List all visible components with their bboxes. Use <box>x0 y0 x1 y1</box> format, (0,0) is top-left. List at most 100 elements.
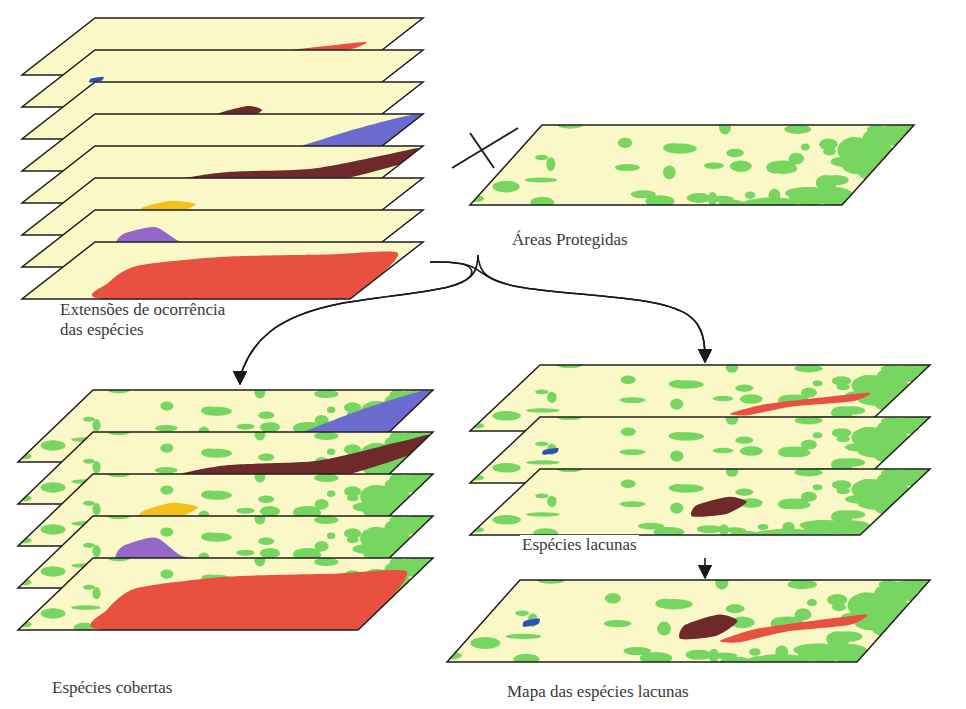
protected-area <box>526 408 560 412</box>
protected-area <box>155 425 178 431</box>
protected-area <box>813 484 823 490</box>
cross-symbol <box>452 128 518 168</box>
protected-area <box>669 432 704 440</box>
protected-area <box>41 482 66 492</box>
protected-area <box>92 503 100 515</box>
protected-area <box>713 448 734 453</box>
protected-area <box>875 436 892 455</box>
map-stack: Extensões de ocorrência das espécies <box>18 15 430 345</box>
protected-area <box>535 390 549 395</box>
protected-area <box>621 427 636 435</box>
protected-area <box>327 407 335 413</box>
protected-area <box>201 490 218 498</box>
protected-area <box>526 460 560 464</box>
protected-area <box>788 580 817 590</box>
protected-area <box>740 446 763 455</box>
protected-area <box>71 605 100 610</box>
protected-area <box>255 512 266 524</box>
protected-area <box>41 566 66 576</box>
layer-ground <box>470 469 930 535</box>
protected-area <box>697 525 722 533</box>
protected-area <box>327 533 335 539</box>
protected-area <box>411 551 431 569</box>
protected-area <box>813 380 823 386</box>
protected-area <box>201 532 218 540</box>
protected-area <box>379 495 394 515</box>
protected-area <box>890 117 912 137</box>
protected-area <box>258 495 274 503</box>
protected-area <box>877 420 908 436</box>
protected-area <box>836 384 850 390</box>
protected-area <box>670 399 683 410</box>
protected-area <box>735 489 753 496</box>
protected-area <box>836 488 850 494</box>
map-stack: Áreas Protegidas <box>468 120 918 255</box>
protected-area <box>379 537 394 557</box>
protected-area <box>201 533 231 542</box>
protected-area <box>92 545 100 557</box>
map-layer <box>467 463 930 540</box>
layer-ground <box>447 580 930 662</box>
protected-area <box>258 453 274 461</box>
protected-area <box>877 368 908 384</box>
protected-area <box>794 469 822 477</box>
protected-area <box>530 197 554 208</box>
protected-area <box>801 143 810 150</box>
protected-area <box>160 569 173 578</box>
protected-area <box>745 192 755 199</box>
protected-area <box>663 166 676 180</box>
protected-area <box>663 143 681 152</box>
protected-area <box>236 550 254 556</box>
protected-area <box>669 380 688 387</box>
protected-area <box>314 474 338 482</box>
protected-area <box>669 484 688 491</box>
protected-area <box>92 419 100 431</box>
layer-content <box>467 463 928 540</box>
protected-area <box>315 541 329 552</box>
protected-area <box>314 516 338 524</box>
protected-area <box>726 149 744 158</box>
protected-area <box>258 537 274 545</box>
protected-area <box>347 536 359 543</box>
protected-area <box>236 424 254 430</box>
protected-area <box>663 144 696 154</box>
protected-area <box>384 477 411 495</box>
protected-area <box>515 611 529 617</box>
protected-area <box>704 162 724 169</box>
protected-area <box>384 519 411 537</box>
layer-outline <box>470 469 930 535</box>
protected-area <box>730 161 752 172</box>
protected-area <box>255 428 266 440</box>
protected-area <box>860 148 877 171</box>
protected-area <box>83 417 95 422</box>
protected-area <box>260 422 280 432</box>
protected-area <box>670 451 683 462</box>
protected-area <box>604 620 631 627</box>
species-range <box>730 393 870 416</box>
protected-area <box>669 432 688 439</box>
map-layer <box>467 117 914 210</box>
protected-area <box>757 524 768 530</box>
species-range <box>691 497 747 517</box>
protected-area <box>784 125 811 134</box>
protected-area <box>83 585 95 590</box>
protected-area <box>41 440 66 450</box>
layer-ground <box>470 125 914 205</box>
map-stack: Espécies cobertas <box>10 384 438 704</box>
protected-area <box>794 417 822 425</box>
protected-area <box>669 484 704 492</box>
protected-area <box>314 558 338 566</box>
protected-area <box>547 496 556 507</box>
layer-outline <box>470 125 914 205</box>
species-range <box>720 614 867 642</box>
protected-area <box>83 543 95 548</box>
species-range <box>523 618 540 626</box>
protected-area <box>904 572 928 592</box>
protected-area <box>615 164 640 171</box>
protected-area <box>657 622 671 636</box>
map-stack: Mapa das espécies lacunas <box>440 578 940 706</box>
layer-outline <box>447 580 930 662</box>
species-range <box>679 614 738 639</box>
protected-area <box>546 157 555 171</box>
